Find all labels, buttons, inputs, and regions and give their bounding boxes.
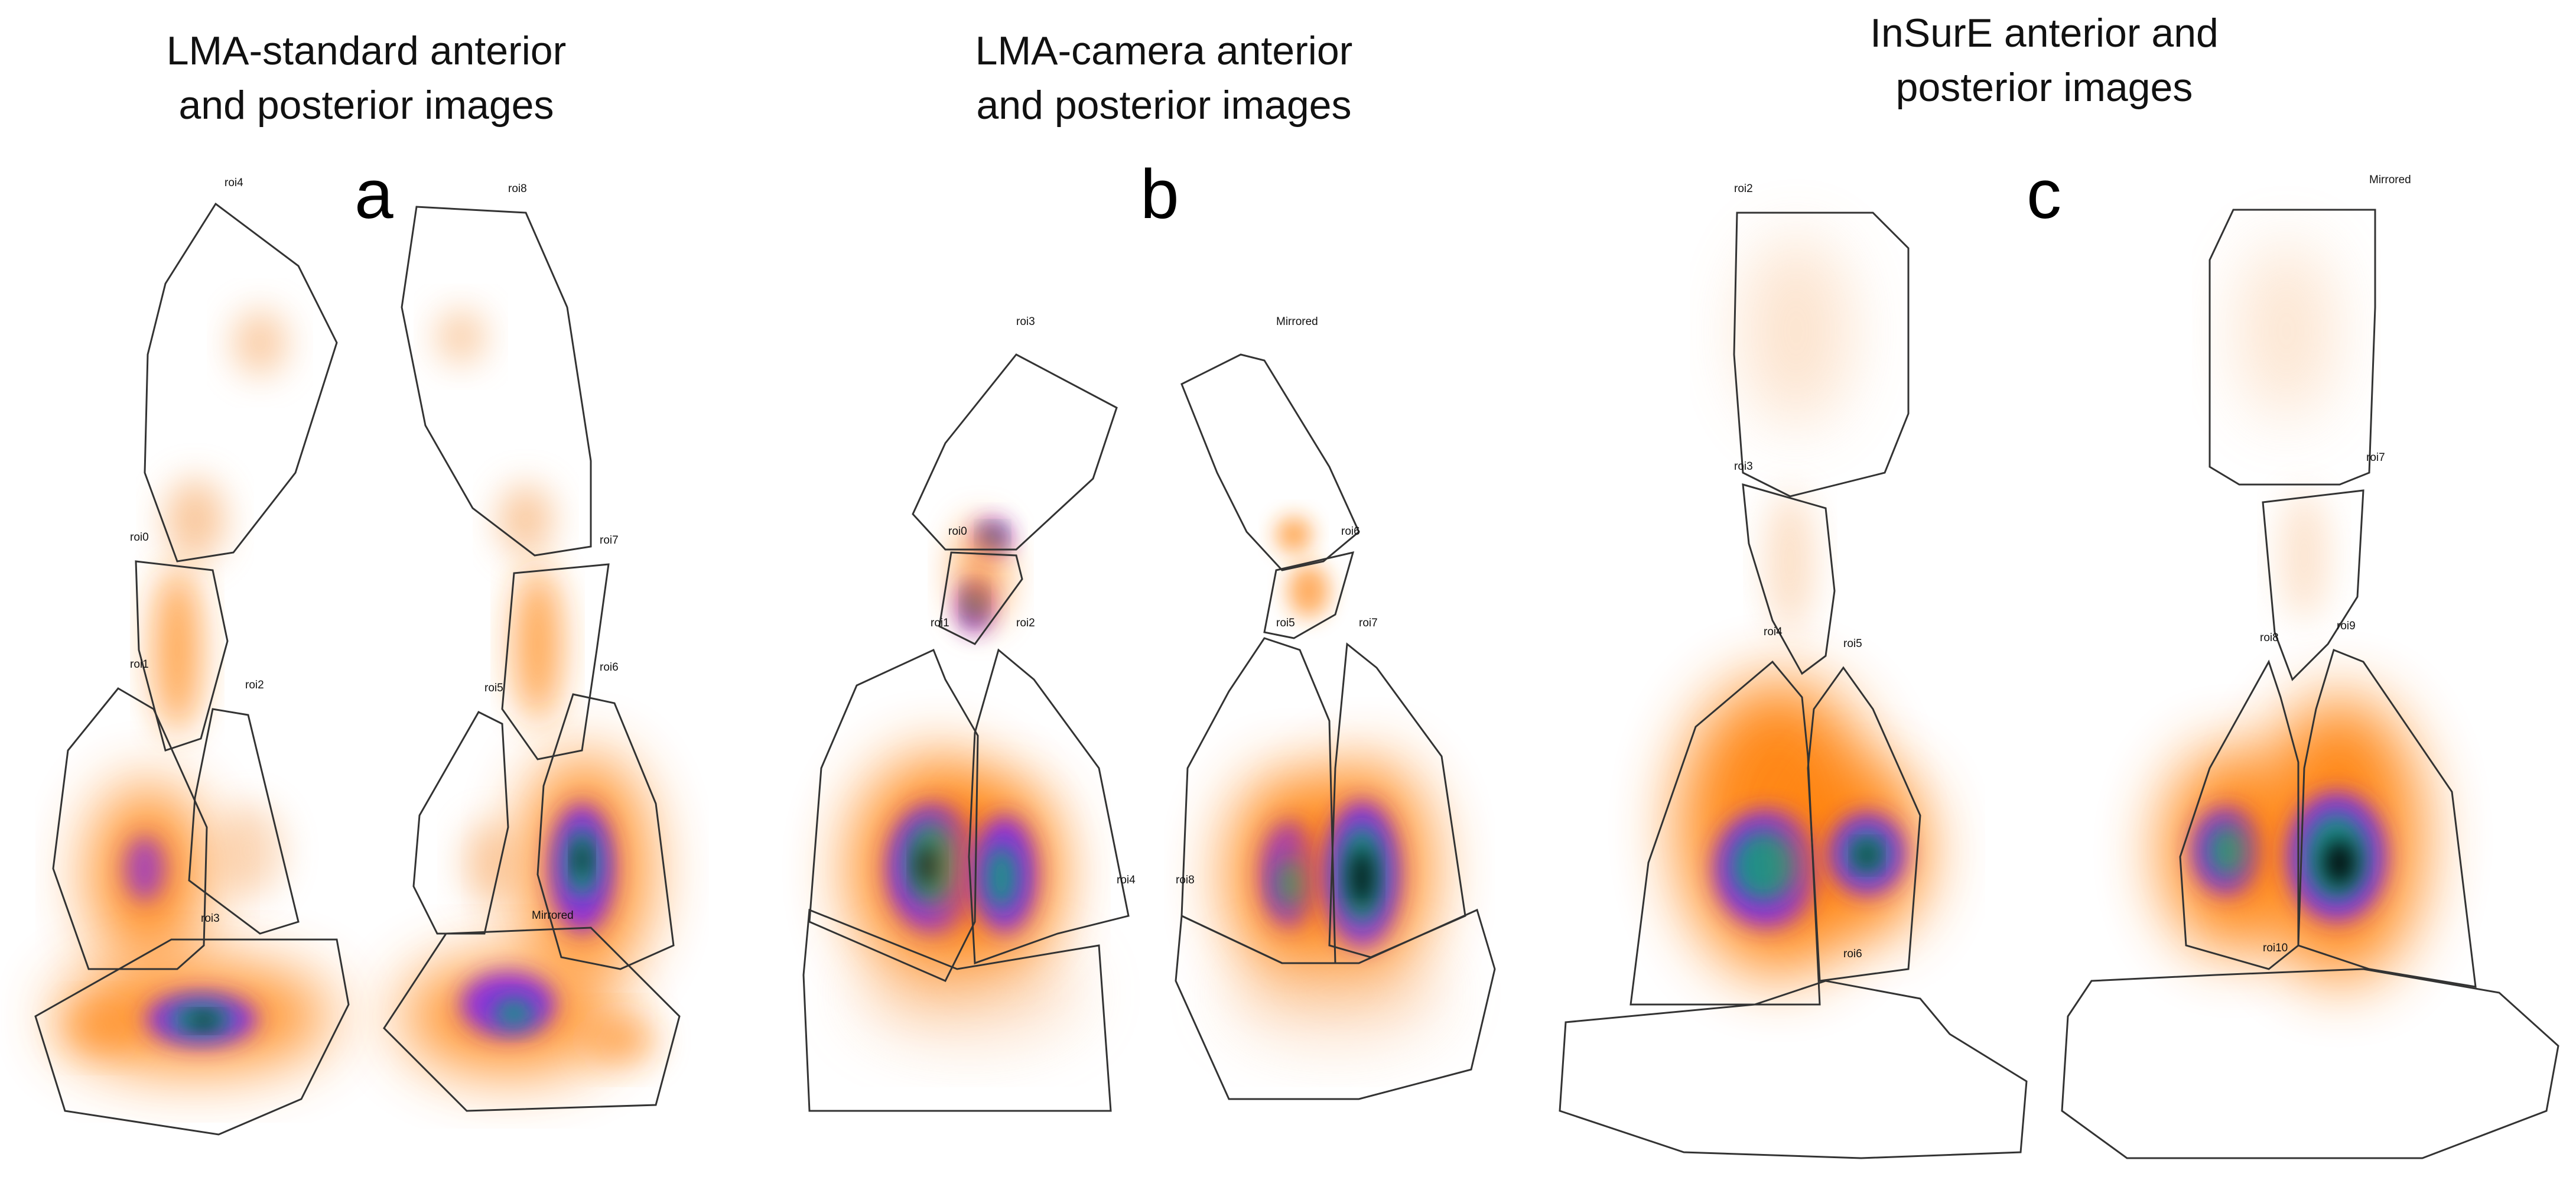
roi-label: Mirrored	[532, 909, 574, 922]
panel-a-roi-labels: roi4 roi8 roi0 roi7 roi1 roi2 roi5 roi6 …	[130, 177, 619, 925]
roi-label: roi1	[130, 658, 149, 671]
panel-b-roi-labels: roi3 Mirrored roi0 roi6 roi1 roi2 roi5 r…	[931, 316, 1378, 886]
panel-b-title-line2: and posterior images	[976, 83, 1352, 128]
roi-label: roi2	[245, 679, 264, 691]
roi-label: roi4	[1764, 626, 1783, 638]
roi-label: roi8	[508, 183, 527, 195]
roi-label: roi8	[1176, 874, 1195, 886]
roi-label: Mirrored	[1276, 316, 1318, 328]
roi-label: roi3	[1734, 460, 1753, 473]
panel-a-letter: a	[354, 155, 393, 233]
panel-a-title-line1: LMA-standard anterior	[166, 28, 567, 73]
roi-label: roi7	[2366, 451, 2385, 464]
roi-label: roi1	[931, 617, 949, 629]
roi-label: roi5	[484, 682, 503, 694]
roi-label: roi6	[1341, 525, 1360, 538]
panel-b-letter: b	[1140, 155, 1179, 233]
panel-b-images: roi3 Mirrored roi0 roi6 roi1 roi2 roi5 r…	[802, 316, 1496, 1112]
panel-b-title: LMA-camera anterior and posterior images	[898, 24, 1430, 132]
panel-a-title-line2: and posterior images	[178, 83, 554, 128]
panel-c-roi-labels: roi2 Mirrored roi3 roi7 roi4 roi5 roi8 r…	[1734, 174, 2411, 960]
panel-b-roi-outlines	[802, 353, 1496, 1112]
panel-c-images: roi2 Mirrored roi3 roi7 roi4 roi5 roi8 r…	[1559, 174, 2559, 1159]
panel-b-title-line1: LMA-camera anterior	[975, 28, 1353, 73]
roi-label: roi3	[1016, 316, 1035, 328]
roi-label: Mirrored	[2369, 174, 2411, 186]
panel-a-posterior-activity	[402, 310, 656, 1072]
panel-a-title: LMA-standard anterior and posterior imag…	[100, 24, 632, 132]
roi-label: roi4	[1117, 874, 1136, 886]
panel-c-anterior-activity	[1678, 236, 1926, 975]
roi-label: roi4	[225, 177, 243, 189]
roi-label: roi5	[1276, 617, 1295, 629]
roi-label: roi6	[1843, 948, 1862, 960]
panel-b-anterior-activity	[851, 520, 1081, 1040]
roi-label: roi2	[1734, 183, 1753, 195]
roi-label: roi2	[1016, 617, 1035, 629]
panel-c-roi-outlines	[1559, 209, 2559, 1159]
panel-c-title: InSurE anterior and posterior images	[1778, 6, 2310, 115]
roi-label: roi7	[600, 534, 619, 547]
panel-c-posterior-activity	[2162, 242, 2422, 981]
roi-label: roi6	[600, 661, 619, 674]
roi-label: roi3	[201, 912, 220, 925]
roi-label: roi9	[2337, 620, 2356, 632]
panel-c-title-line1: InSurE anterior and	[1870, 11, 2219, 56]
roi-label: roi8	[2260, 632, 2279, 644]
roi-label: roi10	[2263, 942, 2288, 954]
roi-label: roi7	[1359, 617, 1378, 629]
panel-a-anterior-activity	[59, 310, 331, 1070]
panel-c-title-line2: posterior images	[1895, 65, 2193, 110]
panel-b-posterior-activity	[1229, 517, 1442, 1040]
roi-label: roi5	[1843, 638, 1862, 650]
panel-c-letter: c	[2027, 155, 2061, 233]
roi-label: roi0	[130, 531, 149, 544]
roi-label: roi0	[948, 525, 967, 538]
panel-a-roi-outlines	[34, 202, 681, 1136]
panel-a-images: roi4 roi8 roi0 roi7 roi1 roi2 roi5 roi6 …	[34, 177, 681, 1136]
